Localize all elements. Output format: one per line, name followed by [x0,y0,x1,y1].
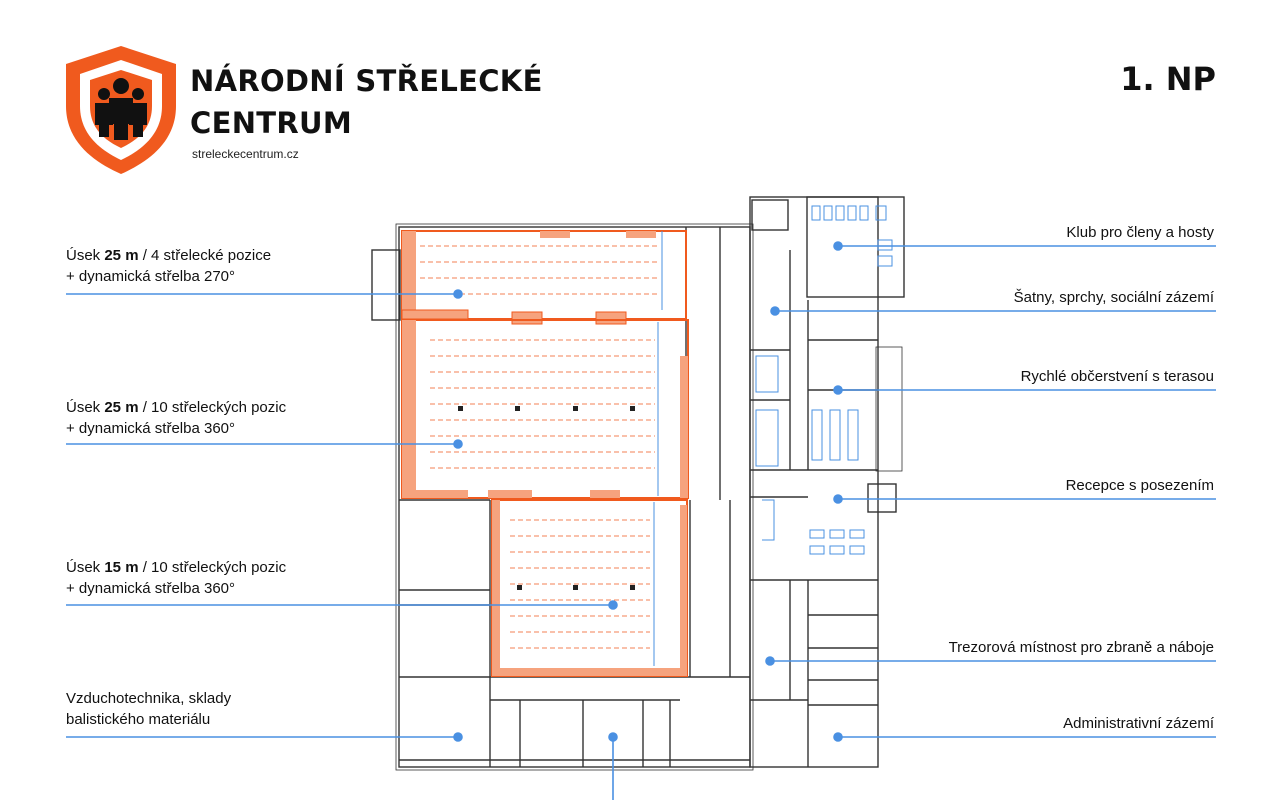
shield-logo-icon [66,46,176,174]
label-technical: Vzduchotechnika, sklady balistického mat… [66,690,232,728]
label-admin: Administrativní zázemí [1063,715,1214,732]
range-25m-small [401,230,687,325]
brand-url[interactable]: streleckecentrum.cz [192,147,299,161]
floor-label: 1. NP [1120,60,1216,98]
label-snack: Rychlé občerstvení s terasou [1020,368,1214,385]
brand-name-line1: NÁRODNÍ STŘELECKÉ [190,64,543,98]
east-wing-outline [749,196,879,768]
label-changing: Šatny, sprchy, sociální zázemí [1013,289,1214,306]
label-club: Klub pro členy a hosty [1066,224,1214,241]
label-vault: Trezorová místnost pro zbraně a náboje [948,639,1214,656]
label-range-25-large: Úsek 25 m / 10 střeleckých pozic + dynam… [66,399,287,437]
range-25m-large [401,319,689,499]
label-range-25-small: Úsek 25 m / 4 střelecké pozice + dynamic… [66,247,272,285]
label-range-15: Úsek 15 m / 10 střeleckých pozic + dynam… [66,559,287,597]
label-reception: Recepce s posezením [1065,477,1214,494]
brand-name-line2: CENTRUM [190,106,352,140]
range-15m [491,499,688,677]
